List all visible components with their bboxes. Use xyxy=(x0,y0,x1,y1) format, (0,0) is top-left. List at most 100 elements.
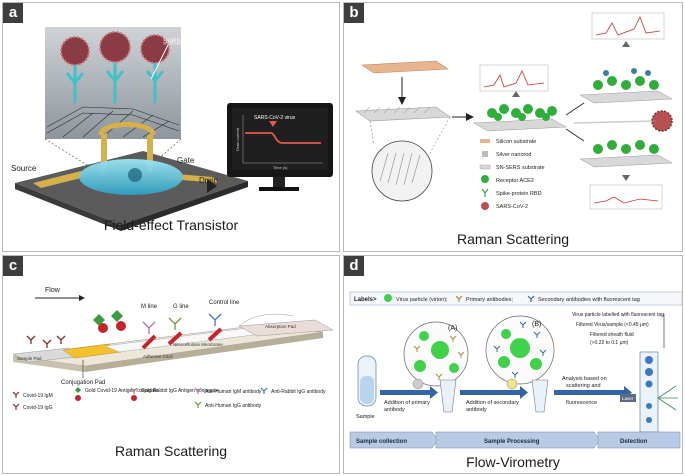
stage-sample-collection: Sample collection xyxy=(356,439,407,445)
m-line-label: M line xyxy=(141,304,158,310)
stage-bar xyxy=(349,431,681,449)
flow-label: Flow xyxy=(45,287,61,294)
spectrum-bottom-right xyxy=(589,184,663,210)
conjugation-pad-label: Conjugation Pad xyxy=(61,380,105,386)
arrow-icon xyxy=(207,179,217,193)
legend-anti-rabbit: Anti-Rabbit IgG antibody xyxy=(271,389,326,395)
legend-swatch-nanorod xyxy=(482,151,488,157)
secondary-ab-label: Secondary antibodies with fluorescent ta… xyxy=(538,297,640,303)
labels-bar xyxy=(349,291,682,306)
legend-swatch-virus xyxy=(481,202,489,210)
legend-anti-igg: Anti-Human IgG antibody xyxy=(205,403,262,409)
gate-label: Gate xyxy=(177,156,195,165)
legend-gold-covid: Gold Covid-19 Antigen conjugate xyxy=(85,388,158,394)
nitrocellulose-label: Nitrocellulose Membrane xyxy=(173,342,223,347)
legend-label-virus: SARS-CoV-2 xyxy=(496,204,528,210)
right-arrow-icon xyxy=(466,113,474,121)
gold-covid-icon xyxy=(75,387,81,393)
analysis-label-1: Analysis based on xyxy=(562,376,607,382)
add-primary-label-2: antibody xyxy=(384,407,405,413)
raman-illustration: Silicon substrate Silver nanorod SN-SERS… xyxy=(355,12,673,210)
panel-letter: a xyxy=(3,3,23,23)
circle-b-label: (B) xyxy=(532,321,541,328)
nanorod-zoom-circle xyxy=(371,140,433,202)
panel-caption: Raman Scattering xyxy=(456,231,570,247)
panel-letter: c xyxy=(3,256,23,276)
anti-igg-icon xyxy=(194,401,202,408)
sheath-range-label: (>0.22 to 0.1 μm) xyxy=(590,340,629,346)
panel-letter: b xyxy=(344,3,364,23)
legend-igm: Covid-19 IgM xyxy=(23,393,53,399)
control-line-label: Control line xyxy=(209,300,240,306)
stage-sample-processing: Sample Processing xyxy=(484,439,540,445)
panel-c-lateral-flow: Flow xyxy=(2,255,340,474)
gold-conjugate xyxy=(98,323,108,333)
legend-swatch-silicon xyxy=(480,139,490,143)
legend-swatch-rbd xyxy=(481,188,489,197)
panel-caption: Field-effect Transistor xyxy=(103,217,239,233)
spike-antibodies xyxy=(65,63,165,103)
scatter-lines xyxy=(657,385,678,411)
add-secondary-label-2: antibody xyxy=(466,407,487,413)
legend-swatch-sers xyxy=(479,164,491,170)
test-lines xyxy=(141,327,223,350)
legend-swatch-ace2 xyxy=(481,175,489,183)
labelled-particle-label: Virus particle labelled with fluorescent… xyxy=(572,312,664,318)
circle-a-label: (A) xyxy=(448,325,457,332)
monitor-title: SARS-CoV-2 virus xyxy=(254,115,296,121)
panel-caption: Raman Scattering xyxy=(114,443,228,459)
primary-ab-label: Primary antibodies; xyxy=(466,297,514,303)
flow-particles xyxy=(645,356,653,423)
sheath-fluid-label: Filtered sheath fluid xyxy=(590,332,634,338)
flow-arrow-icon xyxy=(79,295,85,301)
sars-cov-2-icon xyxy=(651,110,673,132)
legend-label-sers: SN-SERS substrate xyxy=(496,165,545,171)
legend-label-ace2: Receptor ACE2 xyxy=(496,178,534,184)
virus-particle-icon xyxy=(384,294,392,302)
adhesive-card-label: Adhesive Card xyxy=(143,354,173,359)
control-substrate xyxy=(579,140,673,168)
anti-rabbit-icon xyxy=(260,387,268,394)
line-antibodies xyxy=(142,313,222,334)
raman-legend: Silicon substrate Silver nanorod SN-SERS… xyxy=(479,139,545,210)
flow-virometry-illustration: Labels> Virus particle (virion); Primary… xyxy=(349,291,682,449)
panel-caption: Flow-Virometry xyxy=(466,454,560,470)
gold-rabbit-icon xyxy=(130,387,138,394)
monitor-xlabel: Time (s) xyxy=(273,165,288,170)
legend-label-nanorod: Silver nanorod xyxy=(496,152,531,158)
virus-arrow-icon xyxy=(269,121,277,127)
antibody-label: SARS-CoV-2 spike antibody xyxy=(163,38,245,45)
eppendorf-tubes xyxy=(439,379,549,413)
virus-bound-substrate xyxy=(579,68,673,104)
legend-label-silicon: Silicon substrate xyxy=(496,139,536,145)
igm-icon xyxy=(12,391,20,398)
legend-anti-igm: Anti-Human IgM antibody xyxy=(205,389,262,395)
spectrum-top-right xyxy=(591,12,665,40)
secondary-antibody-icon xyxy=(527,295,535,302)
sample-pad-label: Sample Pad xyxy=(17,356,42,361)
add-secondary-label-1: Addition of secondary xyxy=(466,400,519,406)
silicon-slab xyxy=(361,60,449,74)
legend-label-rbd: Spike-protein RBD xyxy=(496,191,542,197)
legend-igg: Covid-19 IgG xyxy=(23,405,53,411)
conjugation-pad xyxy=(62,343,122,359)
sample-label: Sample xyxy=(356,414,375,420)
antibody-pointer xyxy=(150,44,169,80)
lateral-flow-illustration: Flow xyxy=(12,287,334,411)
labels-head: Labels> xyxy=(354,297,377,303)
g-line-label: G line xyxy=(173,304,189,310)
igg-icon xyxy=(12,403,20,410)
lateral-flow-legend: Covid-19 IgM Covid-19 IgG Gold Covid-19 … xyxy=(12,387,326,411)
primary-antibody-icon xyxy=(455,295,463,302)
panel-d-flow-virometry: Labels> Virus particle (virion); Primary… xyxy=(343,255,683,474)
stage-detection: Detection xyxy=(620,439,648,445)
source-label: Source xyxy=(11,164,37,173)
monitor-ylabel: Drain current xyxy=(235,127,240,151)
legend-gold-rabbit: Gold Rabbit IgG Antigen conjugate xyxy=(141,388,218,394)
sers-substrate xyxy=(355,106,451,122)
laser-box xyxy=(620,394,636,402)
laser-label: Laser xyxy=(622,396,634,401)
fet-illustration: SARS-CoV-2 spike antibody Source Gate Dr… xyxy=(11,27,333,231)
ace2-substrate xyxy=(473,104,567,132)
anti-igm-icon xyxy=(194,387,202,394)
